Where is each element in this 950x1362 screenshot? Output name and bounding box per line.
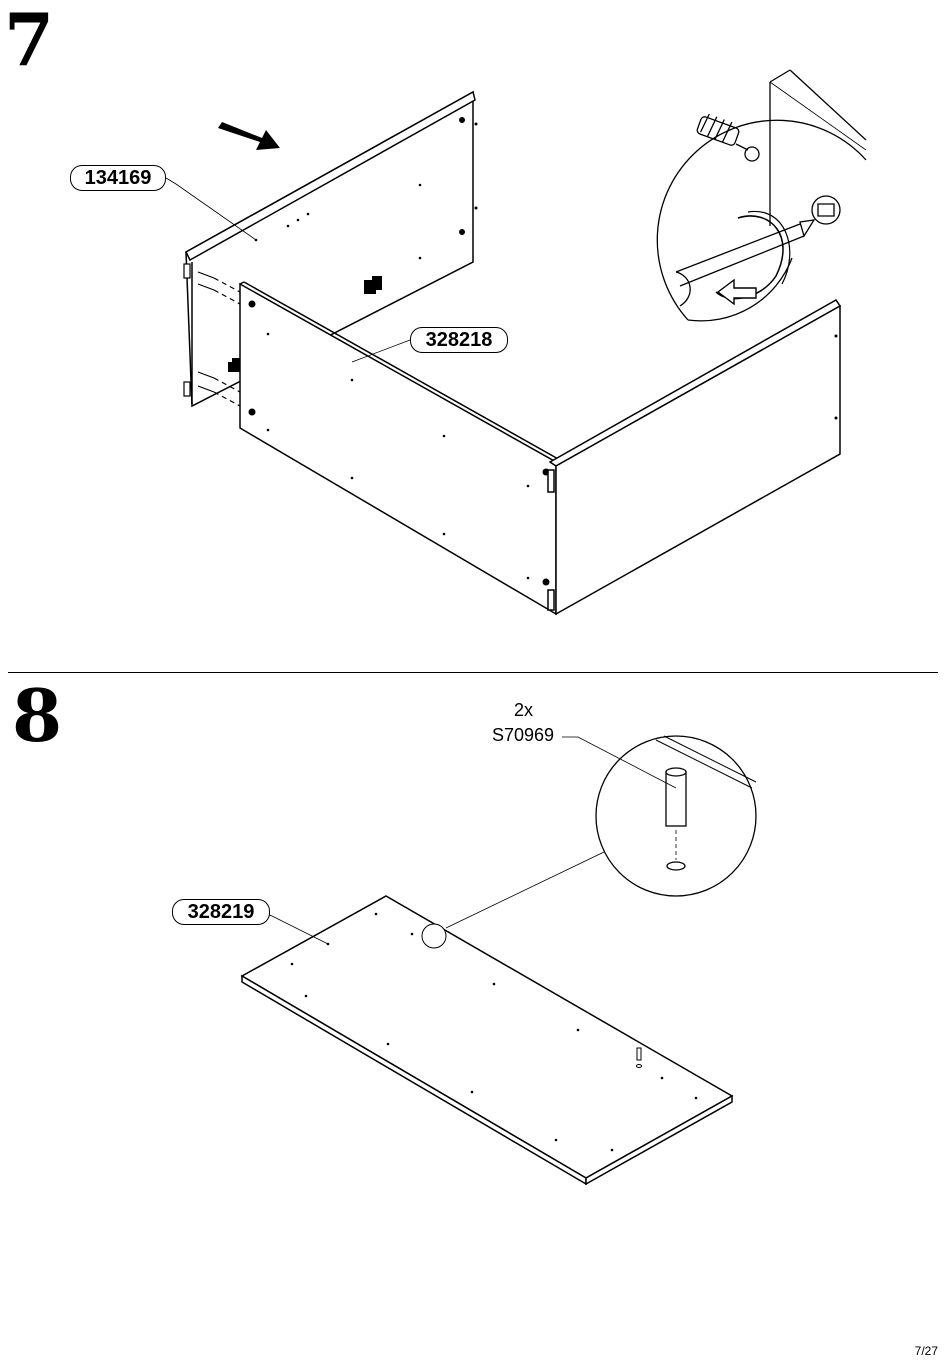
insert-direction-arrow-icon bbox=[218, 122, 280, 150]
hardware-dowel-code: S70969 bbox=[492, 725, 554, 746]
screwdriver-detail-circle bbox=[657, 70, 866, 321]
bottom-panel-drawing bbox=[242, 896, 732, 1184]
part-label-back-panel: 134169 bbox=[70, 165, 166, 191]
part-label-bottom-panel: 328219 bbox=[172, 899, 270, 925]
part-label-side-panel: 328218 bbox=[410, 327, 508, 353]
step-divider bbox=[8, 672, 938, 673]
page-number: 7/27 bbox=[915, 1344, 938, 1358]
hardware-quantity: 2x bbox=[514, 700, 533, 721]
side-panel-drawing bbox=[240, 282, 560, 614]
step-number-8: 8 bbox=[12, 680, 62, 752]
dowel-detail-circle bbox=[596, 736, 756, 896]
step-number-7: 7 bbox=[4, 4, 54, 76]
right-panel-drawing bbox=[548, 300, 840, 614]
